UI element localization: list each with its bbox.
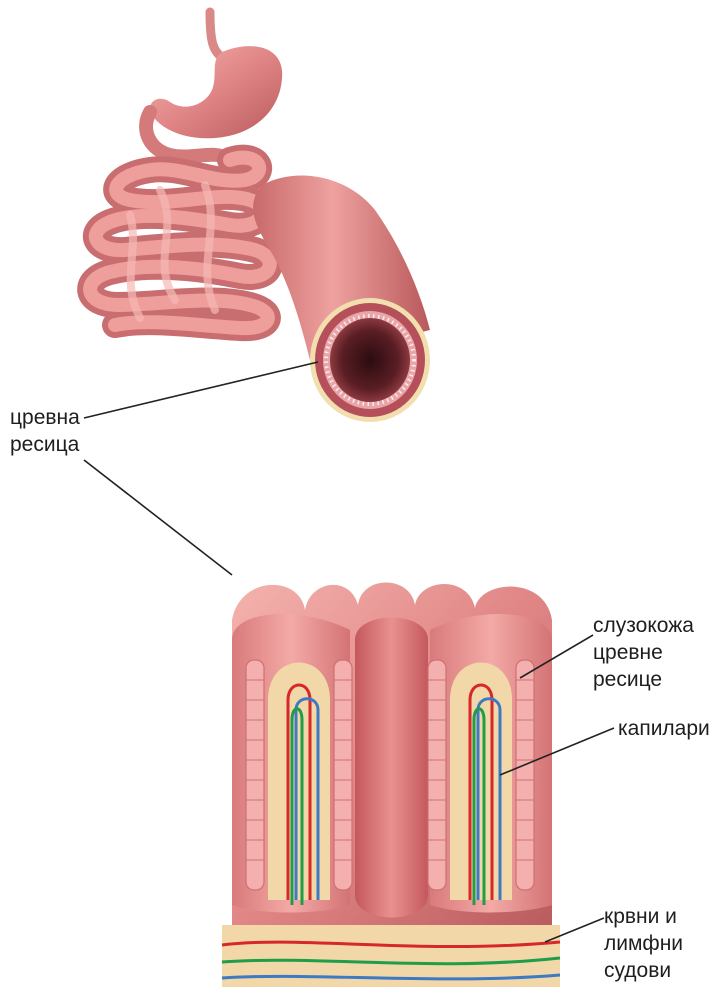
leader-villus-lower (84, 460, 232, 575)
villi-section-icon (222, 583, 560, 987)
label-vessels: крвни и лимфни судови (604, 903, 683, 984)
label-villus: цревна ресица (10, 404, 80, 458)
stomach-icon (146, 12, 282, 158)
intestine-coil-icon (90, 158, 270, 328)
intestine-cross-section-icon (253, 175, 430, 422)
leader-villus-upper (84, 362, 318, 418)
label-mucosa: слузокожа цревне ресице (593, 612, 694, 693)
label-capillaries: капилари (618, 715, 710, 742)
